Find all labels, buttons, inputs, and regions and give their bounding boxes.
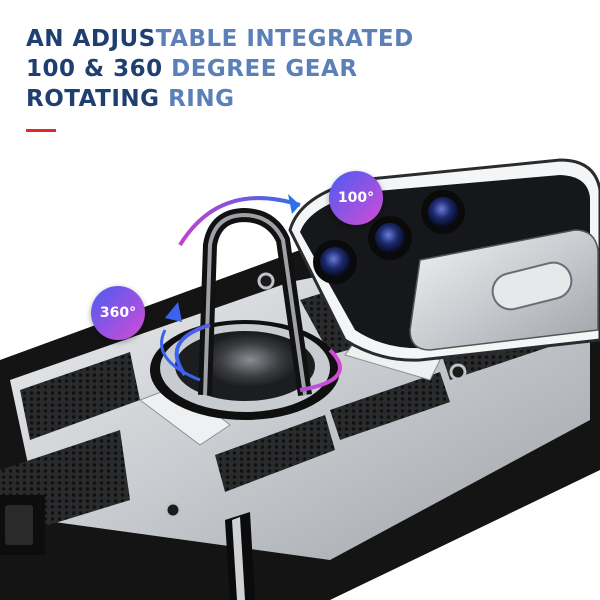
ring-holder xyxy=(150,208,340,420)
rotation-100-badge: 100° xyxy=(329,171,383,225)
rotation-100-label: 100° xyxy=(337,190,375,206)
rotation-360-label: 360° xyxy=(99,305,137,321)
headline-line-1-dark: AN ADJUS xyxy=(26,26,156,52)
headline-line-3: ROTATING RING xyxy=(26,84,414,114)
headline-line-1: AN ADJUSTABLE INTEGRATED xyxy=(26,24,414,54)
headline-line-2-light: DEGREE GEAR xyxy=(162,56,358,82)
headline-line-3-light: RING xyxy=(159,86,235,112)
headline-line-2-dark: 100 & 360 xyxy=(26,56,163,82)
rotation-360-badge: 360° xyxy=(91,286,145,340)
headline-line-3-dark: ROTATING xyxy=(26,86,160,112)
headline-line-1-light: TABLE INTEGRATED xyxy=(155,26,414,52)
accent-rule xyxy=(26,129,56,132)
headline: AN ADJUSTABLE INTEGRATED 100 & 360 DEGRE… xyxy=(26,24,414,114)
camera-module xyxy=(288,158,600,362)
headline-line-2: 100 & 360 DEGREE GEAR xyxy=(26,54,414,84)
